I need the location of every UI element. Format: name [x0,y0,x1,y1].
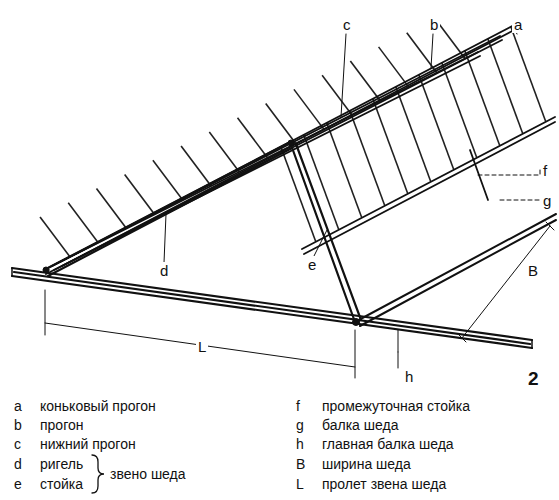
legend-text: стойка [40,476,83,493]
callout-letter: a [512,16,524,33]
main-beam [12,268,532,348]
roof-rib [350,61,380,101]
roof-rib [181,146,211,186]
roof-rib [96,189,126,229]
legend-letter: L [296,476,304,493]
legend-text: промежуточная стойка [322,398,470,415]
callout-letter: g [541,192,553,209]
roof-rib [396,87,431,182]
roof-rib [379,47,409,87]
dimension-line [45,290,355,378]
post [290,142,361,322]
roof-rib [419,75,454,170]
dimension-label: L [196,338,208,355]
legend-text: главная балка шеда [322,436,454,453]
legend-text: ширина шеда [322,456,411,473]
roof-rib [281,147,316,242]
callout-letter: b [428,16,440,33]
legend-letter: c [14,436,21,453]
legend-letter: d [14,456,22,473]
dimension-line [458,222,554,342]
ridge-purlin [60,22,522,266]
callout-letter: c [341,16,353,33]
roof-rib [442,63,477,158]
legend-text: нижний прогон [40,436,136,453]
callout-letter: e [306,256,318,273]
roof-rib [209,132,239,172]
legend-text: пролет звена шеда [322,476,446,493]
roof-rib [488,39,523,134]
dimension-label: h [403,368,415,385]
roof-rib [350,111,385,206]
roof-rib [266,104,296,144]
leader-line [341,26,517,117]
legend-text: коньковый прогон [40,398,156,415]
callout-letter: f [541,162,549,179]
roof-rib [511,27,546,122]
legend-letter: B [296,456,305,473]
legend-letter: b [14,417,22,434]
roof-rib [327,123,362,218]
rafter [44,142,292,276]
roof-rib [68,203,98,243]
figure-number: 2 [528,370,539,387]
legend-letter: a [14,398,22,415]
brace [92,455,104,493]
shed-beam [302,117,555,254]
callout-letter: d [158,262,170,279]
legend-letter: e [14,476,22,493]
roof-rib [322,75,352,115]
legend-letter: h [296,436,304,453]
dimension-line [398,330,399,368]
leader-line [313,230,327,258]
next-rafter [355,214,556,326]
leader-line [164,214,166,263]
legend-letter: g [296,417,304,434]
legend-text: ригель [40,456,83,473]
legend-text: балка шеда [322,417,398,434]
legend-text: прогон [40,417,83,434]
leader-line [478,170,540,200]
roof-rib [238,118,268,158]
roof-rib [465,51,500,146]
group-label: звено шеда [110,466,186,483]
roof-rib [40,217,70,257]
dimension-label: B [526,262,540,279]
roof-rib [373,99,408,194]
legend-letter: f [296,398,300,415]
roof-rib [294,89,324,129]
roof-rib [153,160,183,200]
roof-rib [125,174,155,214]
